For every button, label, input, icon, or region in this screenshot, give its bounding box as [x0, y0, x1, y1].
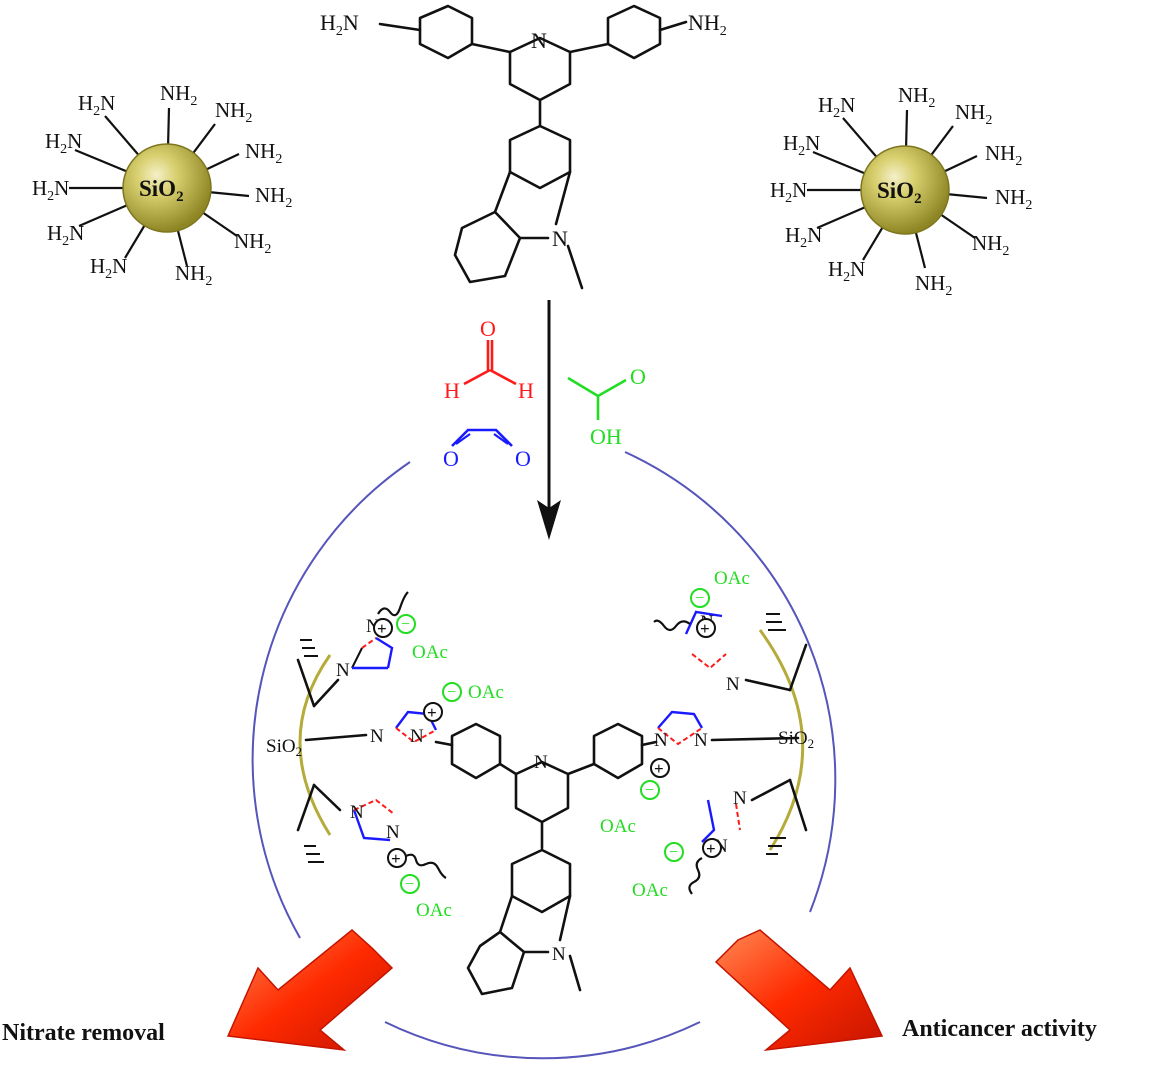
svg-text:OAc: OAc [412, 642, 448, 663]
svg-text:NH2: NH2 [160, 81, 197, 109]
formaldehyde-reagent: O H H [444, 316, 534, 403]
svg-text:SiO2: SiO2 [139, 176, 184, 205]
svg-text:+: + [700, 619, 710, 638]
svg-text:SiO2: SiO2 [266, 736, 302, 759]
nitrate-removal-label: Nitrate removal [2, 1020, 165, 1046]
svg-text:NH2: NH2 [955, 100, 992, 128]
svg-text:OAc: OAc [416, 900, 452, 921]
svg-text:N: N [336, 660, 350, 681]
svg-text:H2N: H2N [90, 254, 127, 282]
svg-text:−: − [405, 876, 414, 893]
svg-text:N: N [552, 944, 566, 965]
svg-text:NH2: NH2 [175, 261, 212, 289]
svg-text:H2N: H2N [32, 176, 69, 204]
svg-text:N: N [654, 730, 668, 751]
svg-text:H: H [518, 378, 534, 403]
arrow-right-application [714, 929, 884, 1052]
svg-text:N: N [534, 752, 548, 773]
svg-text:−: − [669, 844, 678, 861]
svg-text:NH2: NH2 [215, 98, 252, 126]
svg-text:N: N [552, 226, 568, 251]
svg-text:OH: OH [590, 424, 622, 449]
svg-text:N: N [531, 28, 547, 53]
svg-text:N: N [350, 802, 364, 823]
svg-text:H2N: H2N [785, 223, 822, 251]
svg-text:NH2: NH2 [234, 229, 271, 257]
svg-text:O: O [515, 446, 531, 471]
svg-text:NH2: NH2 [245, 139, 282, 167]
svg-text:OAc: OAc [632, 880, 668, 901]
svg-text:H2N: H2N [818, 93, 855, 121]
product-core-molecule: N N [434, 722, 658, 996]
product-silica-right: SiO2 [710, 613, 814, 855]
svg-text:NH2: NH2 [915, 271, 952, 299]
svg-text:+: + [427, 703, 437, 722]
svg-text:N: N [370, 726, 384, 747]
amine-silica-right: SiO2 [807, 109, 988, 269]
imidazolium-rings [351, 610, 741, 843]
svg-text:N: N [726, 674, 740, 695]
svg-text:+: + [391, 849, 401, 868]
svg-text:H2N: H2N [320, 10, 359, 39]
svg-text:N: N [386, 822, 400, 843]
arrow-left-application [226, 929, 394, 1052]
svg-text:SiO2: SiO2 [778, 728, 814, 751]
svg-text:N: N [733, 788, 747, 809]
core-diamine-molecule: H2N NH2 N N [320, 4, 727, 290]
svg-text:O: O [443, 446, 459, 471]
svg-text:−: − [401, 616, 410, 633]
svg-text:OAc: OAc [714, 568, 750, 589]
ring-nitrogen-labels: N N N N N N N N N N N N [336, 612, 747, 857]
glyoxal-reagent: O O [443, 428, 531, 471]
svg-text:H2N: H2N [78, 91, 115, 119]
svg-text:−: − [645, 782, 654, 799]
acetate-anions: − OAc − OAc − OAc − OAc − OAc − OAc [396, 568, 750, 921]
svg-text:+: + [654, 759, 664, 778]
amine-labels-left: H2N NH2 NH2 H2N NH2 H2N NH2 H2N NH2 H2N … [32, 81, 292, 289]
svg-text:NH2: NH2 [995, 185, 1032, 213]
acetic-acid-reagent: O OH [567, 364, 646, 449]
svg-text:OAc: OAc [600, 816, 636, 837]
anticancer-activity-label: Anticancer activity [902, 1016, 1097, 1042]
svg-text:NH2: NH2 [985, 141, 1022, 169]
svg-text:N: N [410, 726, 424, 747]
svg-text:H2N: H2N [828, 257, 865, 285]
cation-charges: + + + + + + [373, 618, 722, 868]
svg-text:H2N: H2N [47, 221, 84, 249]
svg-text:−: − [695, 590, 704, 607]
cycle-circle [251, 451, 837, 1060]
svg-text:+: + [377, 619, 387, 638]
polymer-wavy-tails [377, 591, 703, 895]
svg-text:+: + [706, 839, 716, 858]
amine-labels-right: H2N NH2 NH2 H2N NH2 H2N NH2 H2N NH2 H2N … [770, 83, 1032, 299]
svg-text:NH2: NH2 [255, 183, 292, 211]
svg-text:H: H [444, 378, 460, 403]
svg-text:−: − [447, 684, 456, 701]
svg-text:OAc: OAc [468, 682, 504, 703]
svg-text:N: N [694, 730, 708, 751]
reaction-arrow [537, 300, 561, 540]
product-silica-left: SiO2 [266, 639, 368, 863]
svg-text:H2N: H2N [770, 178, 807, 206]
svg-text:NH2: NH2 [898, 83, 935, 111]
svg-text:O: O [480, 316, 496, 341]
amine-silica-left: SiO2 [69, 107, 250, 267]
svg-text:NH2: NH2 [688, 10, 727, 39]
svg-text:O: O [630, 364, 646, 389]
svg-text:H2N: H2N [45, 129, 82, 157]
svg-text:H2N: H2N [783, 131, 820, 159]
svg-text:NH2: NH2 [972, 231, 1009, 259]
